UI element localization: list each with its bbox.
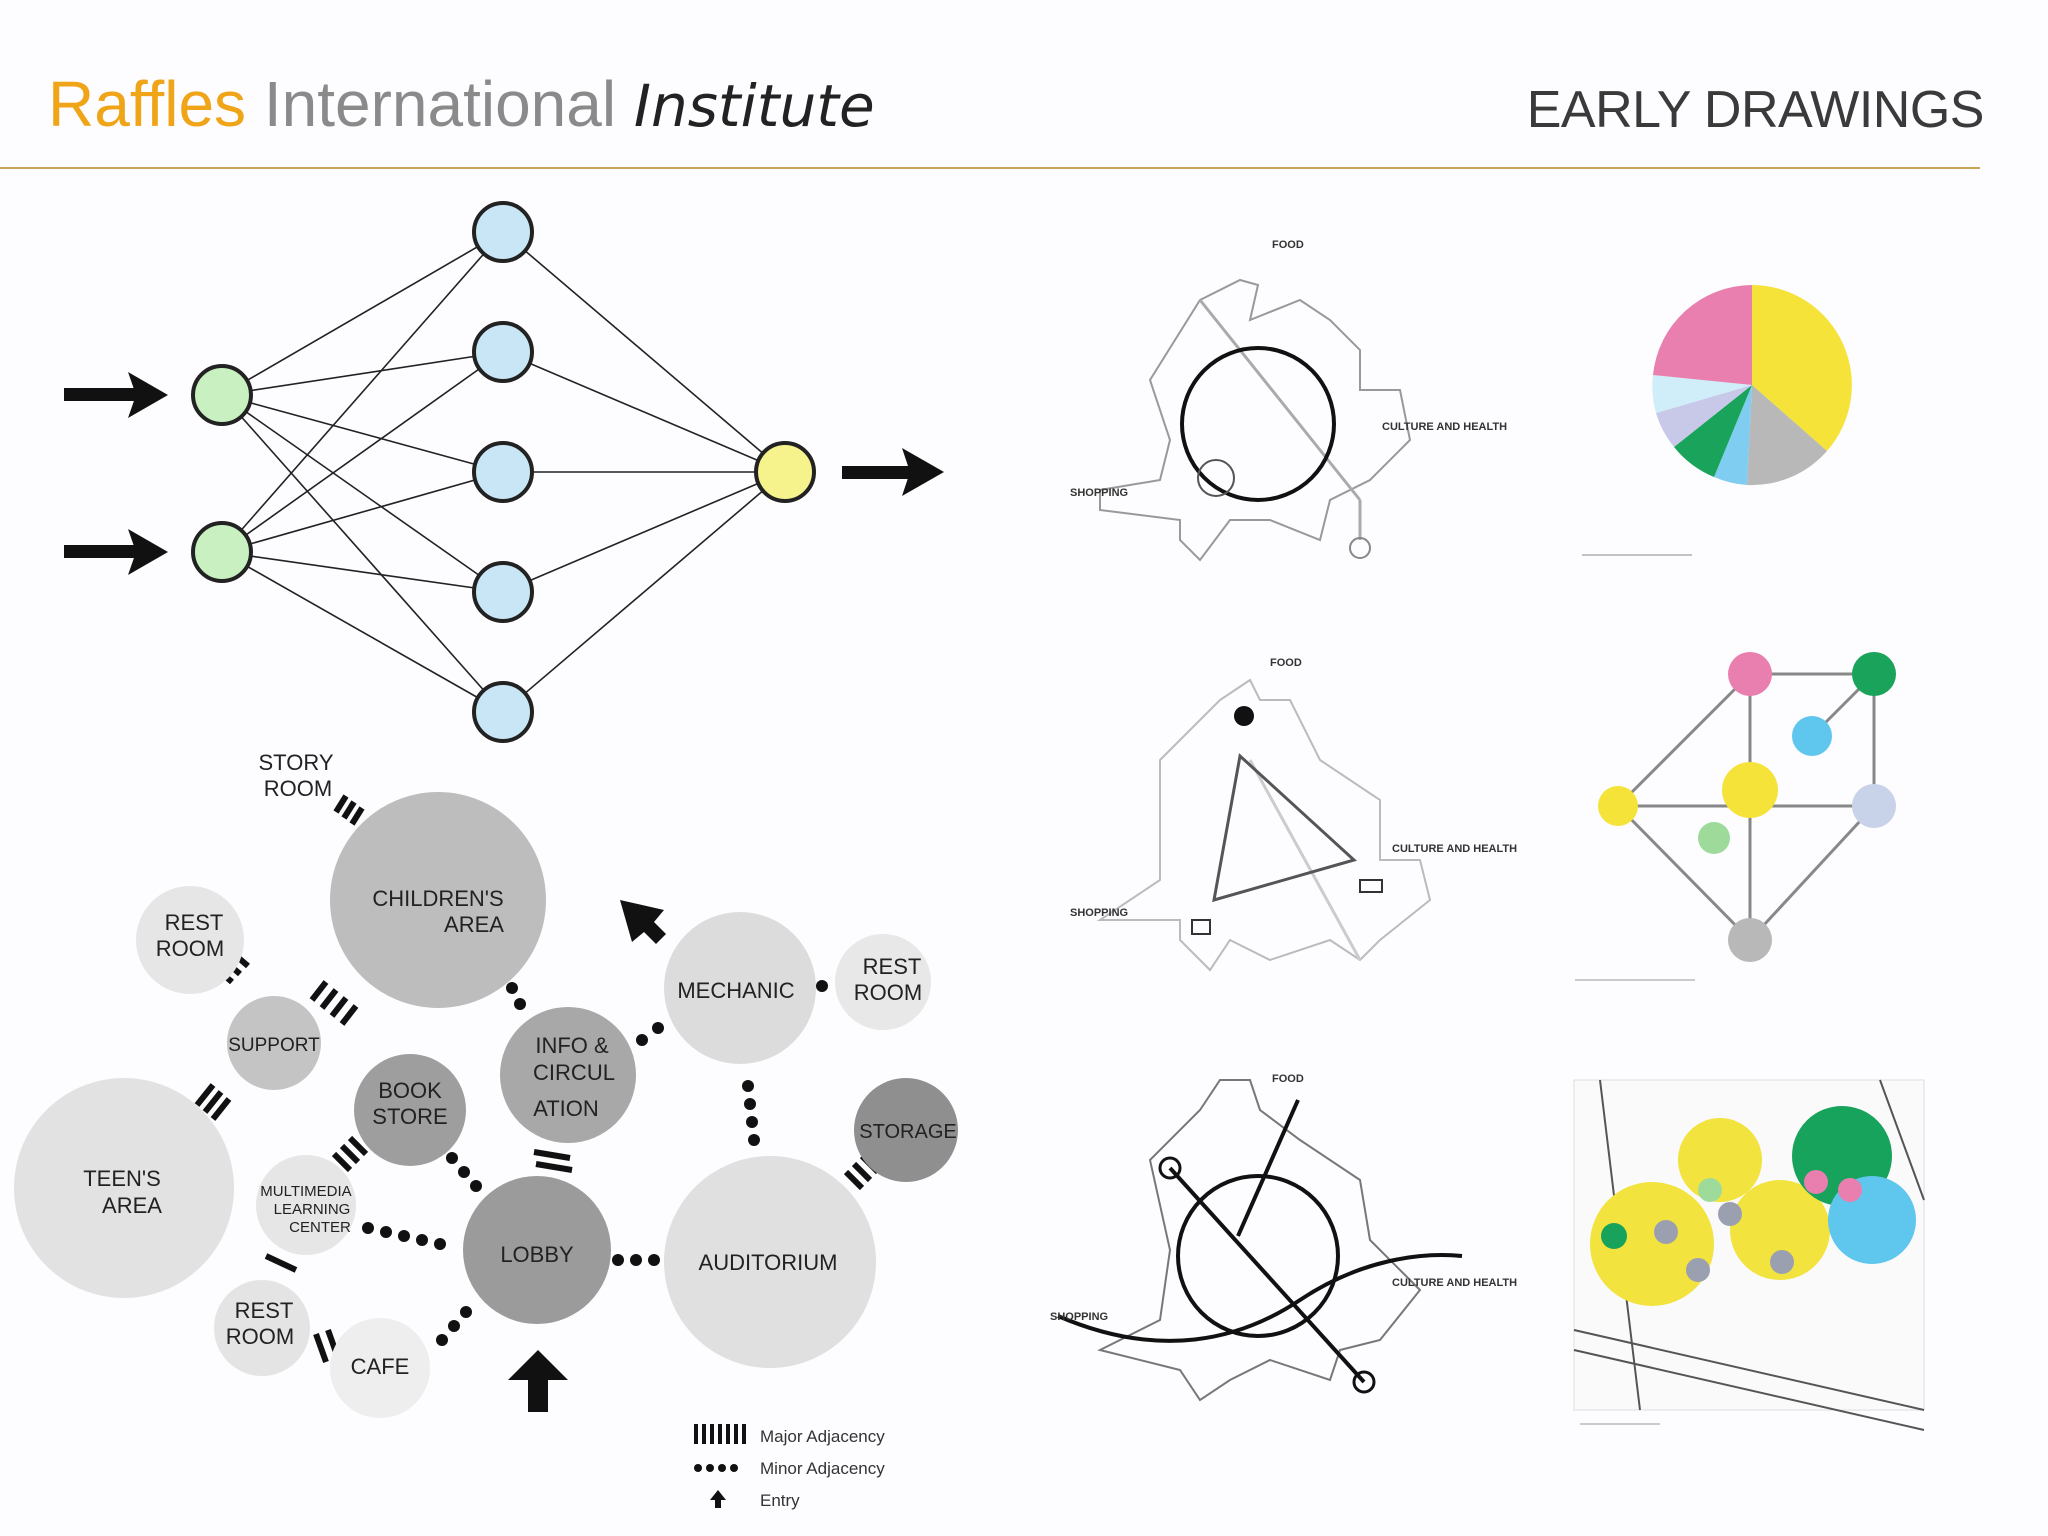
auditorium-label: AUDITORIUM [699, 1250, 838, 1275]
hidden-node-5 [472, 681, 534, 743]
rest-room-label: ROOM [854, 980, 922, 1005]
info-circulation-bubble [500, 1007, 636, 1143]
multimedia-center-bubble [256, 1155, 356, 1255]
mechanic-label: MECHANIC [677, 978, 794, 1003]
site-program-map [1573, 1079, 1925, 1431]
entry-arrow-icon [620, 900, 666, 944]
apple-icon [1234, 706, 1254, 726]
lobby-label: LOBBY [500, 1242, 574, 1267]
output-arrow-icon [842, 448, 944, 496]
support-bubble [227, 996, 321, 1090]
culture-health-label: CULTURE AND HEALTH [1382, 421, 1507, 433]
hidden-node-4 [472, 561, 534, 623]
shopping-label: SHOPPING [1050, 1311, 1108, 1323]
logo-international: International [246, 68, 634, 140]
culture-icon [1359, 879, 1383, 893]
bubble-diagram: STORY ROOM CHILDREN'S AREA REST ROOM SUP… [14, 750, 958, 1510]
culture-health-label: CULTURE AND HEALTH [1392, 843, 1517, 855]
cafe-bubble [330, 1318, 430, 1418]
rest-room-label: REST [165, 910, 224, 935]
site-sketch-triangle: FOOD CULTURE AND HEALTH SHOPPING [1070, 657, 1517, 972]
childrens-area-label: CHILDREN'S [372, 886, 503, 911]
entry-legend-icon [710, 1490, 726, 1508]
minor-adjacency-markers [362, 980, 828, 1346]
hidden-node-1 [472, 201, 534, 263]
input-arrow-icon [64, 372, 168, 418]
entry-arrow-icon [508, 1350, 568, 1412]
childrens-area-label: AREA [444, 912, 504, 937]
lobby-bubble [463, 1176, 611, 1324]
input-node-1 [191, 364, 253, 426]
storage-bubble [854, 1078, 958, 1182]
support-label: SUPPORT [228, 1035, 320, 1056]
hidden-node-3 [472, 441, 534, 503]
culture-health-label: CULTURE AND HEALTH [1392, 1277, 1517, 1289]
rest-room-label: REST [235, 1298, 294, 1323]
rest-room-bubble [214, 1280, 310, 1376]
auditorium-bubble [664, 1156, 876, 1368]
site-sketch-circle: FOOD CULTURE AND HEALTH SHOPPING [1070, 239, 1507, 562]
rest-room-bubble [136, 886, 244, 994]
teens-area-label: AREA [102, 1193, 162, 1218]
shopping-label: SHOPPING [1070, 907, 1128, 919]
food-label: FOOD [1272, 239, 1304, 251]
info-circulation-label: INFO & [535, 1033, 609, 1058]
rest-room-label: ROOM [226, 1324, 294, 1349]
hidden-node-2 [472, 321, 534, 383]
logo-raffles: Raffles [48, 68, 247, 140]
food-label: FOOD [1272, 1073, 1304, 1085]
major-adjacency-markers [194, 794, 881, 1364]
header-divider [0, 167, 1980, 169]
cart-icon [1191, 919, 1211, 935]
program-network [1575, 652, 1896, 981]
teens-area-bubble [14, 1078, 234, 1298]
book-store-label: STORE [372, 1104, 447, 1129]
multimedia-center-label: LEARNING [274, 1201, 351, 1218]
cafe-label: CAFE [351, 1354, 410, 1379]
network-edges [221, 231, 786, 713]
storage-label: STORAGE [859, 1121, 956, 1143]
slide-header: Raffles International Institute EARLY DR… [0, 0, 2048, 170]
teens-area-label: TEEN'S [83, 1166, 161, 1191]
logo-institute: Institute [633, 72, 875, 140]
info-circulation-label: ATION [533, 1096, 599, 1121]
site-sketch-flows: FOOD CULTURE AND HEALTH SHOPPING [1050, 1073, 1517, 1402]
institute-logo: Raffles International Institute [48, 72, 875, 136]
major-adjacency-legend-icon [694, 1424, 746, 1444]
network-diagram [64, 201, 944, 743]
minor-adjacency-label: Minor Adjacency [760, 1459, 885, 1478]
story-room-label: ROOM [264, 776, 332, 801]
adjacency-legend: Major Adjacency Minor Adjacency Entry [694, 1424, 885, 1510]
section-title: EARLY DRAWINGS [1526, 81, 1985, 139]
food-label: FOOD [1270, 657, 1302, 669]
info-circulation-label: CIRCUL [533, 1060, 615, 1085]
major-adjacency-label: Major Adjacency [760, 1427, 885, 1446]
multimedia-center-label: MULTIMEDIA [260, 1183, 351, 1200]
program-pie-chart [1582, 285, 1852, 556]
input-arrow-icon [64, 529, 168, 575]
book-store-bubble [354, 1054, 466, 1166]
rest-room-label: REST [863, 954, 922, 979]
output-node [754, 441, 816, 503]
rest-room-label: ROOM [156, 936, 224, 961]
book-store-label: BOOK [378, 1078, 442, 1103]
mechanic-bubble [664, 912, 816, 1064]
childrens-area-bubble [330, 792, 546, 1008]
input-node-2 [191, 521, 253, 583]
entry-label: Entry [760, 1491, 800, 1510]
rest-room-bubble [835, 934, 931, 1030]
shopping-label: SHOPPING [1070, 487, 1128, 499]
multimedia-center-label: CENTER [289, 1219, 351, 1236]
story-room-label: STORY [259, 750, 334, 775]
minor-adjacency-legend-icon [694, 1464, 738, 1472]
